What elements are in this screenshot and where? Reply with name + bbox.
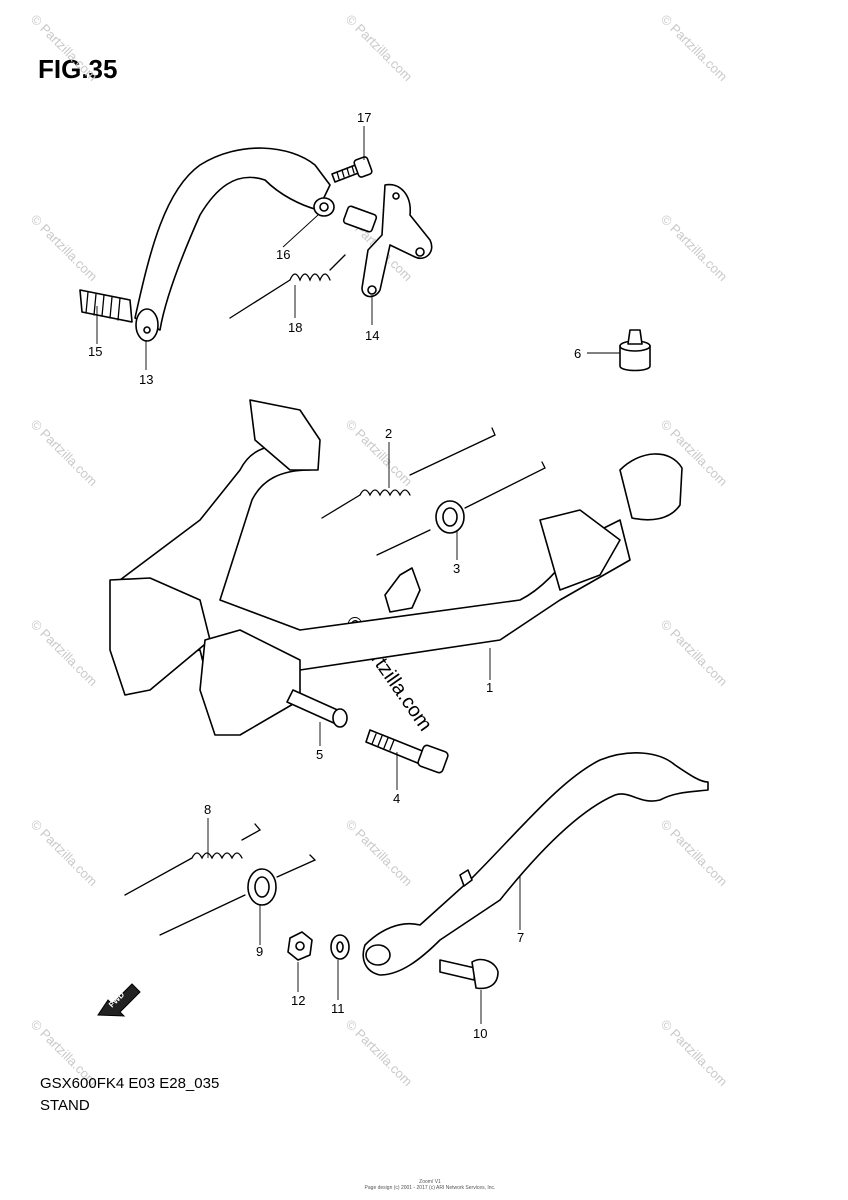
callout-2: 2 [385, 426, 392, 441]
callout-11: 11 [331, 1001, 345, 1016]
watermark-text: © Partzilla.com [658, 1017, 731, 1090]
watermark-text: © Partzilla.com [28, 817, 101, 890]
watermark-text: © Partzilla.com [658, 617, 731, 690]
part-18-spring [229, 254, 346, 319]
callout-14: 14 [365, 328, 379, 343]
callout-3: 3 [453, 561, 460, 576]
part-15-pedal-rubber [79, 289, 133, 323]
callout-18: 18 [288, 320, 302, 335]
model-code: GSX600FK4 E03 E28_035 [40, 1075, 220, 1092]
part-9-spring [159, 854, 317, 936]
watermark-text: © Partzilla.com [28, 212, 101, 285]
watermark-text: © Partzilla.com [28, 617, 101, 690]
leader-lines [96, 126, 620, 1024]
watermark-text: © Partzilla.com [343, 817, 416, 890]
watermark-text: © Partzilla.com [343, 417, 416, 490]
part-8-spring [124, 823, 262, 896]
fwd-arrow-icon: FWD [97, 983, 141, 1017]
part-11-washer [330, 934, 350, 960]
part-4-bolt [365, 729, 449, 774]
callout-5: 5 [316, 747, 323, 762]
figure-title: FIG.35 [38, 54, 118, 84]
callout-8: 8 [204, 802, 211, 817]
part-12-nut [287, 931, 313, 961]
part-14-bracket [342, 183, 433, 298]
watermark-text: © Partzilla.com [28, 417, 101, 490]
part-13-brake-pedal [134, 147, 331, 342]
callout-4: 4 [393, 791, 400, 806]
callout-13: 13 [139, 372, 153, 387]
section-name: STAND [40, 1097, 90, 1114]
callout-labels: 1 2 3 4 5 6 7 8 9 10 11 12 13 14 15 16 1… [88, 110, 581, 1041]
part-17-bolt [331, 156, 373, 183]
part-2-spring [321, 427, 496, 519]
watermark-text: © Partzilla.com [658, 212, 731, 285]
callout-1: 1 [486, 680, 493, 695]
callout-16: 16 [276, 247, 290, 262]
callout-7: 7 [517, 930, 524, 945]
footer-credit-line-2: Page design (c) 2001 - 2017 (c) ARI Netw… [364, 1185, 496, 1191]
part-7-side-stand [362, 752, 709, 976]
callout-9: 9 [256, 944, 263, 959]
watermark-text: © Partzilla.com [343, 1017, 416, 1090]
part-3-spring [376, 461, 546, 556]
callout-12: 12 [291, 993, 305, 1008]
callout-17: 17 [357, 110, 371, 125]
part-10-pivot-bolt [439, 958, 499, 990]
part-5-collar [286, 689, 348, 728]
footer-credit: Zoom/ V1 Page design (c) 2001 - 2017 (c)… [360, 1179, 500, 1191]
callout-6: 6 [574, 346, 581, 361]
callout-10: 10 [473, 1026, 487, 1041]
part-1-center-stand [109, 399, 683, 736]
footer-credit-line-1: Zoom/ V1 [419, 1179, 441, 1185]
part-6-stopper [619, 329, 651, 372]
callout-15: 15 [88, 344, 102, 359]
watermark-text: © Partzilla.com [658, 12, 731, 85]
watermark-text: © Partzilla.com [658, 817, 731, 890]
watermark-text: © Partzilla.com [343, 12, 416, 85]
watermark-text: © Partzilla.com [28, 12, 101, 85]
part-16-bush [313, 197, 335, 217]
